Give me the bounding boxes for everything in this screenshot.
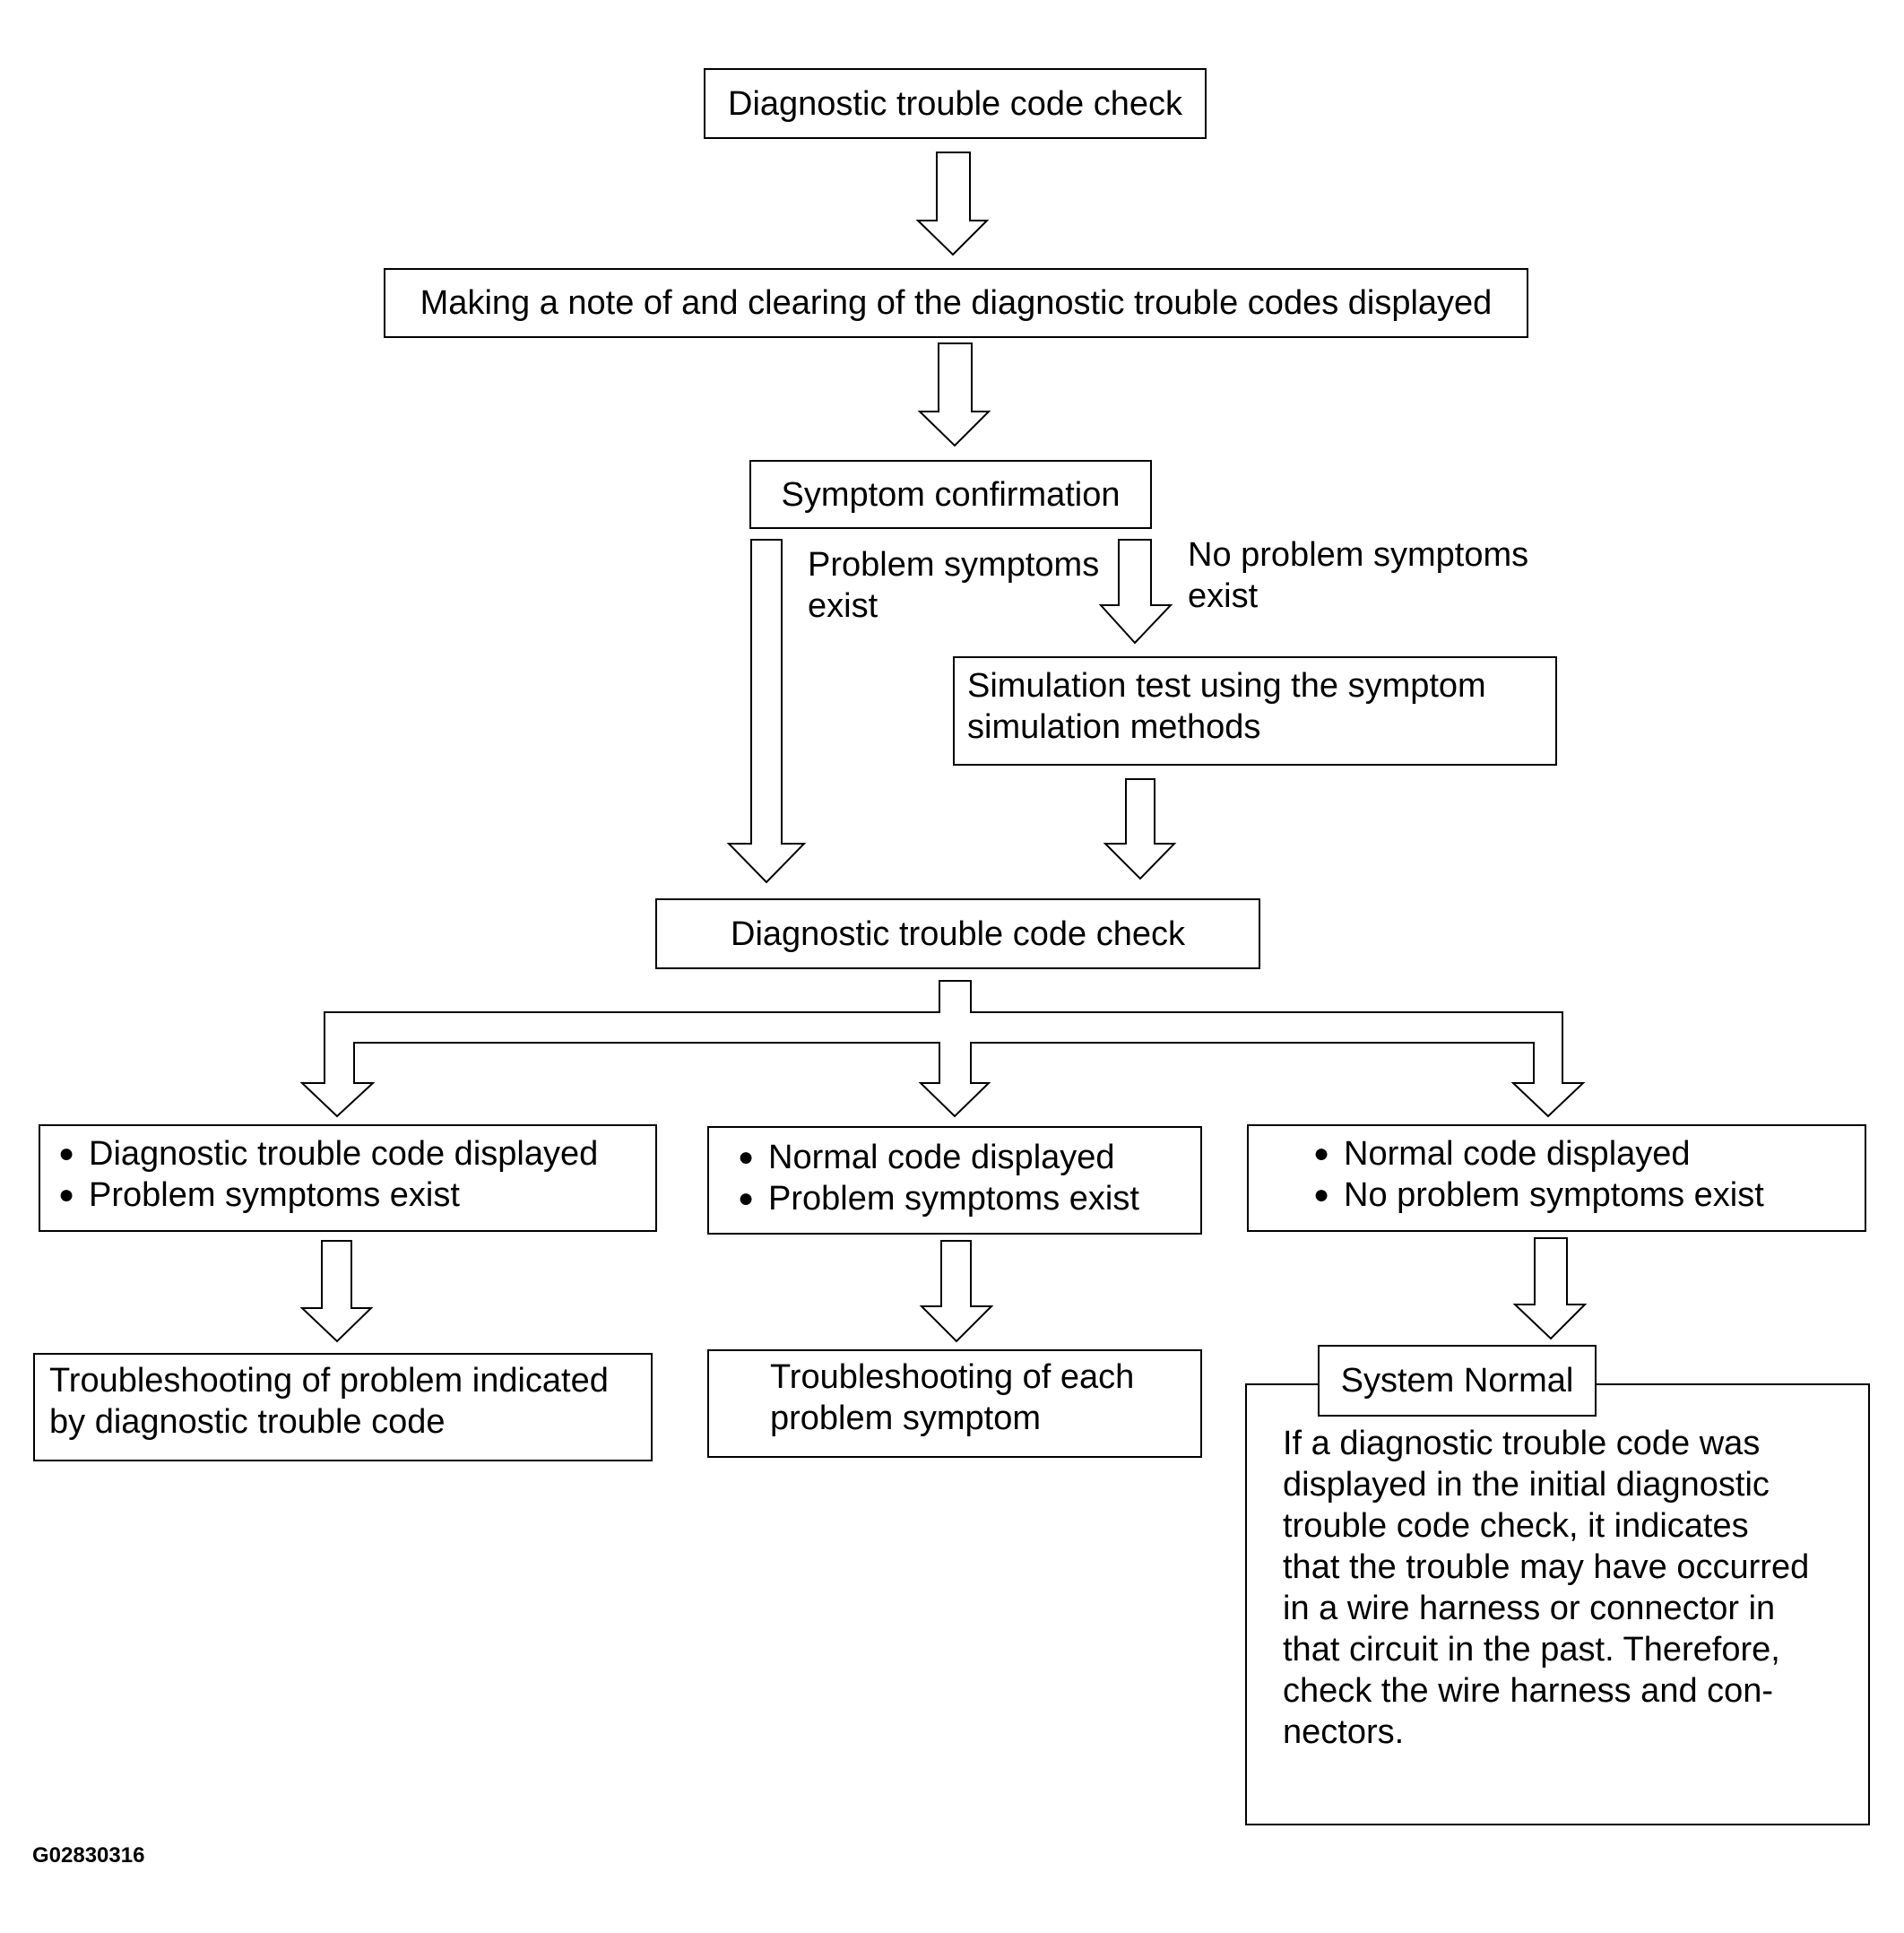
system-normal-line-2: displayed in the initial diagnostic [1283, 1466, 1770, 1504]
arrow-symptom-to-dtc-mid [726, 539, 807, 884]
branch-left-box: ● Diagnostic trouble code displayed ● Pr… [39, 1124, 657, 1232]
bullet-icon: ● [1313, 1139, 1330, 1168]
symptom-confirmation-box: Symptom confirmation [749, 460, 1152, 529]
no-problem-label-line-1: No problem symptoms [1188, 536, 1529, 574]
system-normal-line-7: check the wire harness and con- [1283, 1672, 1774, 1710]
dtc-check-mid-box: Diagnostic trouble code check [655, 898, 1260, 969]
branch-middle-text-1: Normal code displayed [768, 1139, 1115, 1176]
branch-middle-bullet-1: ● Normal code displayed [738, 1137, 1200, 1178]
system-normal-description: If a diagnostic trouble code was display… [1283, 1423, 1829, 1753]
branch-left-text-2: Problem symptoms exist [89, 1176, 460, 1214]
system-normal-panel: If a diagnostic trouble code was display… [1245, 1383, 1870, 1825]
system-normal-title-box: System Normal [1318, 1345, 1597, 1417]
result-left-line-1: Troubleshooting of problem indicated [49, 1362, 609, 1400]
problem-label-line-2: exist [808, 587, 878, 625]
bullet-icon: ● [58, 1180, 75, 1209]
system-normal-line-3: trouble code check, it indicates [1283, 1507, 1749, 1545]
system-normal-line-4: that the trouble may have occurred [1283, 1548, 1810, 1586]
bullet-icon: ● [738, 1183, 755, 1213]
branch-middle-text-2: Problem symptoms exist [768, 1180, 1139, 1218]
problem-label-line-1: Problem symptoms [808, 546, 1100, 584]
dtc-check-mid-text: Diagnostic trouble code check [731, 914, 1185, 953]
result-left-box: Troubleshooting of problem indicated by … [33, 1353, 653, 1461]
system-normal-title: System Normal [1340, 1362, 1574, 1400]
no-problem-label-line-2: exist [1188, 577, 1259, 615]
dtc-check-top-text: Diagnostic trouble code check [728, 84, 1182, 123]
branch-left-bullet-1: ● Diagnostic trouble code displayed [58, 1133, 655, 1175]
arrow-note-to-symptom [917, 342, 991, 447]
branch-right-text-1: Normal code displayed [1344, 1135, 1691, 1173]
result-middle-line-1: Troubleshooting of each [770, 1358, 1135, 1396]
arrow-symptom-to-simulation [1098, 539, 1173, 645]
branch-middle-bullet-2: ● Problem symptoms exist [738, 1178, 1200, 1219]
arrow-top-to-note [915, 152, 990, 256]
branch-left-text-1: Diagnostic trouble code displayed [89, 1135, 599, 1173]
arrow-middle-to-result [919, 1240, 994, 1343]
branch-middle-box: ● Normal code displayed ● Problem sympto… [707, 1126, 1202, 1235]
figure-id: G02830316 [32, 1843, 145, 1868]
simulation-test-line-2: simulation methods [967, 708, 1261, 746]
bullet-icon: ● [1313, 1180, 1330, 1209]
note-clearing-text: Making a note of and clearing of the dia… [420, 284, 1493, 322]
result-middle-line-2: problem symptom [770, 1400, 1041, 1437]
arrow-left-to-result [299, 1240, 374, 1343]
no-problem-symptoms-exist-label: No problem symptoms exist [1188, 534, 1528, 617]
dtc-check-top-box: Diagnostic trouble code check [704, 68, 1207, 139]
system-normal-line-6: that circuit in the past. Therefore, [1283, 1631, 1780, 1669]
simulation-test-line-1: Simulation test using the symptom [967, 667, 1486, 705]
branch-right-text-2: No problem symptoms exist [1344, 1176, 1764, 1214]
system-normal-line-5: in a wire harness or connector in [1283, 1590, 1776, 1627]
problem-symptoms-exist-label: Problem symptoms exist [808, 544, 1099, 627]
branch-right-box: ● Normal code displayed ● No problem sym… [1247, 1124, 1866, 1232]
branch-right-bullet-2: ● No problem symptoms exist [1313, 1175, 1865, 1216]
arrow-dtc-mid-branches [299, 980, 1586, 1118]
symptom-confirmation-text: Symptom confirmation [781, 475, 1121, 514]
bullet-icon: ● [58, 1139, 75, 1168]
branch-right-bullet-1: ● Normal code displayed [1313, 1133, 1865, 1175]
system-normal-line-1: If a diagnostic trouble code was [1283, 1425, 1761, 1462]
result-middle-box: Troubleshooting of each problem symptom [707, 1349, 1202, 1458]
arrow-right-to-system-normal [1512, 1237, 1588, 1340]
result-left-line-2: by diagnostic trouble code [49, 1403, 446, 1441]
branch-left-bullet-2: ● Problem symptoms exist [58, 1175, 655, 1216]
bullet-icon: ● [738, 1142, 755, 1172]
note-clearing-box: Making a note of and clearing of the dia… [384, 268, 1528, 338]
arrow-simulation-to-dtc-mid [1103, 778, 1177, 880]
simulation-test-box: Simulation test using the symptom simula… [953, 656, 1557, 766]
system-normal-line-8: nectors. [1283, 1713, 1405, 1751]
